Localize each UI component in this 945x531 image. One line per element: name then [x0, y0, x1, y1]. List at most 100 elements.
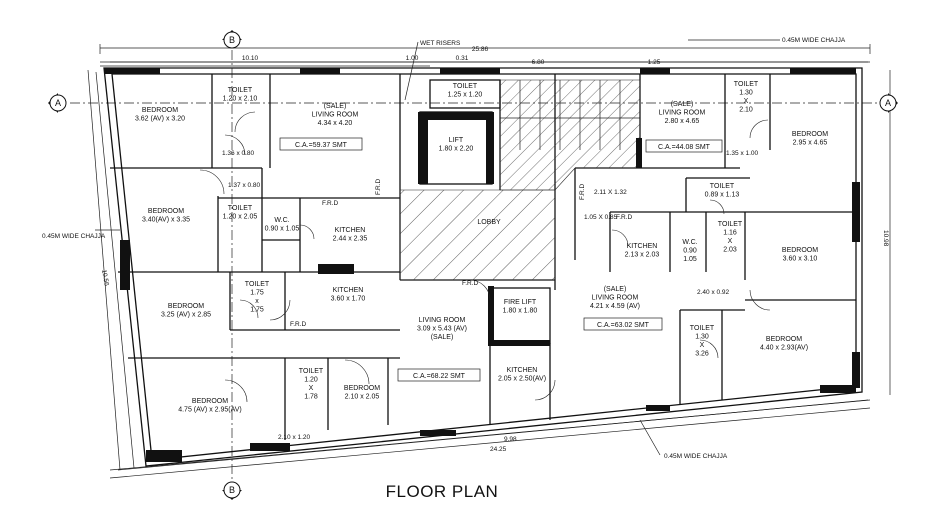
room-label-line: 1.20 [304, 377, 318, 384]
room-label-line: 4.75 (AV) x 2.95(AV) [178, 407, 242, 414]
room-label-line: TOILET [299, 368, 324, 375]
carpet-area-texts: C.A.=59.37 SMT C.A.=44.08 SMT C.A.=68.22… [295, 142, 711, 380]
grid-marker-a-left: A [48, 93, 67, 113]
room-label-line: X [309, 385, 314, 392]
room-label-line: 2.10 [739, 107, 753, 114]
room-label-bedroom-2: BEDROOM 2.95 x 4.65 [792, 131, 828, 147]
dim-135-100: 1.35 x 1.00 [726, 150, 759, 157]
frd-tag: F.R.D [616, 214, 633, 221]
room-label-line: TOILET [690, 325, 715, 332]
room-label-line: TOILET [453, 83, 478, 90]
carpet-area-1: C.A.=59.37 SMT [295, 142, 348, 149]
room-label-line: 2.10 x 2.05 [345, 394, 380, 401]
dim-top-overall: 25.86 [472, 46, 489, 53]
drawing-title: FLOOR PLAN [386, 482, 499, 501]
dimension-texts: 25.86 10.10 1.00 0.31 6.80 1.25 1.36 x 0… [100, 46, 889, 453]
frd-tag: F.R.D [375, 178, 382, 195]
room-label-line: 0.90 x 1.05 [265, 226, 300, 233]
room-label-line: BEDROOM [192, 398, 228, 405]
room-label-line: TOILET [734, 81, 759, 88]
room-label-line: W.C. [682, 239, 697, 246]
room-label-line: 1.20 x 2.10 [223, 96, 258, 103]
room-label-line: LIFT [449, 137, 464, 144]
frd-tags: F.R.D F.R.D F.R.D F.R.D F.R.D F.R.D [290, 178, 633, 328]
room-label-line: BEDROOM [148, 208, 184, 215]
room-label-line: TOILET [228, 205, 253, 212]
room-label-line: 1.16 [723, 230, 737, 237]
grid-markers: B B A A [48, 30, 898, 500]
room-label-line: 2.80 x 4.65 [665, 118, 700, 125]
room-label-line: X [700, 342, 705, 349]
room-label-toilet-3: TOILET 1.20 x 2.05 [223, 205, 258, 221]
room-label-line: BEDROOM [792, 131, 828, 138]
grid-marker-label: B [229, 35, 235, 45]
room-label-line: 1.30 [739, 90, 753, 97]
room-label-line: LOBBY [477, 219, 501, 226]
dim-137-080: 1.37 x 0.80 [228, 182, 261, 189]
columns [104, 68, 860, 462]
grid-marker-label: B [229, 485, 235, 495]
room-label-line: BEDROOM [142, 107, 178, 114]
frd-tag: F.R.D [322, 200, 339, 207]
frd-tag: F.R.D [579, 183, 586, 200]
room-label-line: 3.40(AV) x 3.35 [142, 217, 190, 224]
room-label-line: BEDROOM [782, 247, 818, 254]
room-label-line: 1.25 x 1.20 [448, 92, 483, 99]
room-label-bedroom-3: BEDROOM 3.40(AV) x 3.35 [142, 208, 190, 224]
room-label-line: (SALE) [671, 101, 694, 108]
dim-bottom-998: 9.98 [504, 436, 517, 443]
room-label-line: BEDROOM [168, 303, 204, 310]
room-label-line: LIVING ROOM [419, 317, 466, 324]
room-label-line: 4.40 x 2.93(AV) [760, 345, 808, 352]
chajja-bottom-label: 0.45M WIDE CHAJJA [664, 453, 728, 460]
chajja-left-label: 0.45M WIDE CHAJJA [42, 233, 106, 240]
carpet-area-3: C.A.=68.22 SMT [413, 373, 466, 380]
dim-210-120: 2.10 x 1.20 [278, 434, 311, 441]
room-label-line: 4.21 x 4.59 (AV) [590, 303, 640, 310]
room-label-line: TOILET [245, 281, 270, 288]
room-label-toilet-1: TOILET 1.20 x 2.10 [223, 87, 258, 103]
room-label-lobby: LOBBY [477, 219, 501, 226]
room-label-line: 1.20 x 2.05 [223, 214, 258, 221]
room-label-line: TOILET [228, 87, 253, 94]
room-label-bedroom-7: BEDROOM 4.75 (AV) x 2.95(AV) [178, 398, 242, 414]
carpet-area-2: C.A.=44.08 SMT [658, 144, 711, 151]
room-label-line: TOILET [710, 183, 735, 190]
room-label-line: TOILET [718, 221, 743, 228]
dim-211-132: 2.11 X 1.32 [594, 189, 627, 196]
room-label-line: 1.80 x 2.20 [439, 146, 474, 153]
room-label-line: 2.44 x 2.35 [333, 236, 368, 243]
dim-top-680: 6.80 [532, 59, 545, 66]
room-label-line: 1.05 [683, 256, 697, 263]
room-label-line: 1.78 [304, 394, 318, 401]
room-label-line: LIVING ROOM [592, 295, 639, 302]
grid-marker-label: A [55, 98, 61, 108]
room-label-line: (SALE) [324, 103, 347, 110]
room-label-line: 1.30 [695, 334, 709, 341]
grid-marker-b-top: B [222, 30, 242, 49]
room-label-line: (SALE) [431, 334, 454, 341]
frd-tag: F.R.D [462, 280, 479, 287]
room-label-line: X [728, 238, 733, 245]
room-label-line: x [255, 298, 259, 305]
room-label-line: FIRE LIFT [504, 299, 537, 306]
room-label-line: 2.95 x 4.65 [793, 140, 828, 147]
room-label-line: 3.26 [695, 351, 709, 358]
room-label-line: X [744, 98, 749, 105]
lobby-hatch [399, 79, 641, 281]
